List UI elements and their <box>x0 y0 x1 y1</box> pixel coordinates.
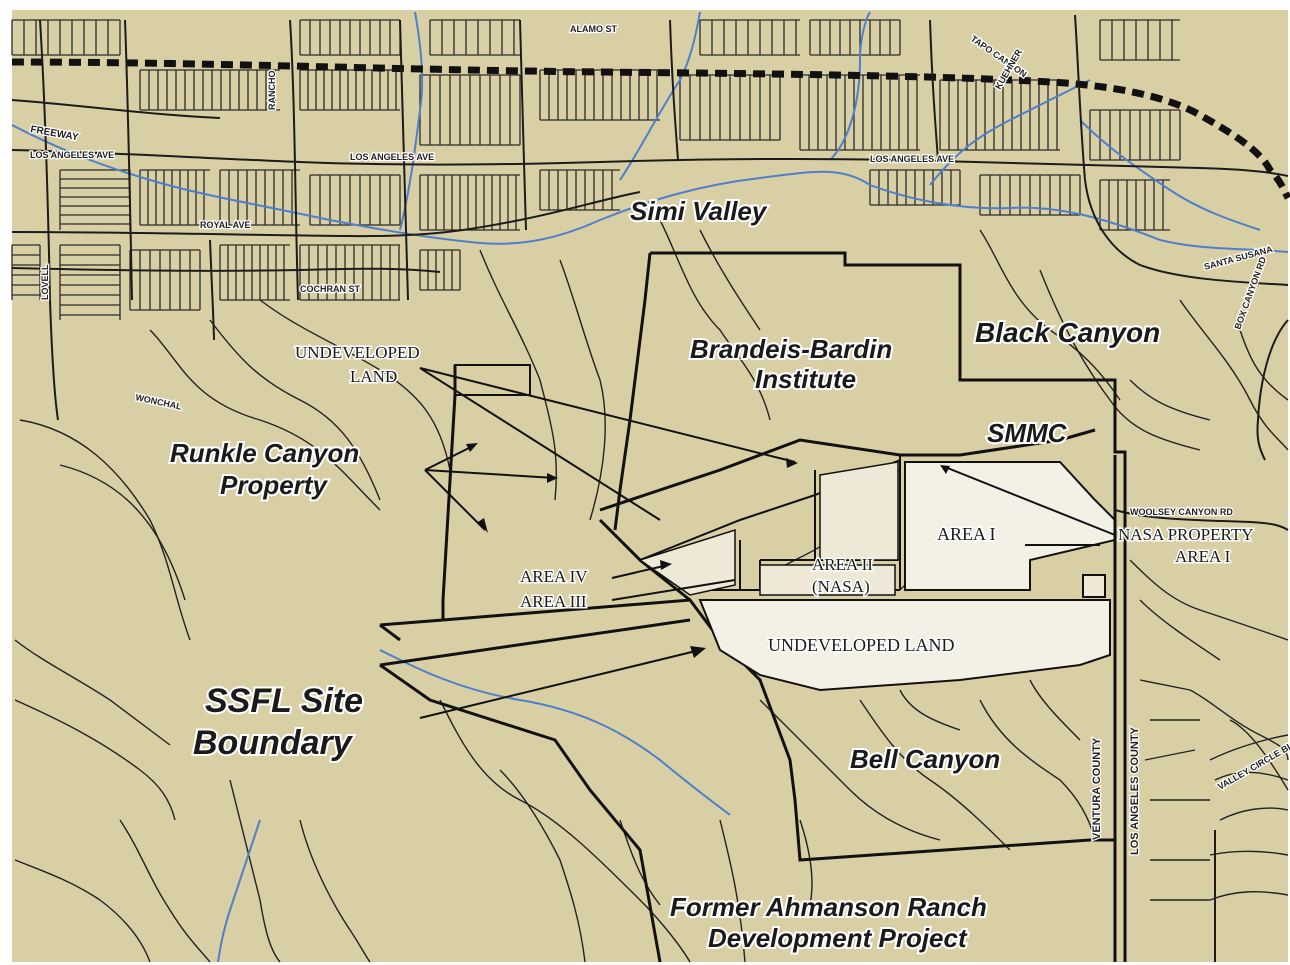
label-smmc: SMMC <box>987 418 1068 448</box>
label-ahmanson-line2: Development Project <box>708 923 968 953</box>
annotation-arrows <box>419 367 1116 719</box>
road-label-los-angeles-ave-west: LOS ANGELES AVE <box>30 150 114 160</box>
label-undeveloped-top-line1: UNDEVELOPED <box>295 343 420 362</box>
label-ssfl-line2: Boundary <box>193 724 354 762</box>
label-black-canyon: Black Canyon <box>975 317 1160 348</box>
road-label-royal-ave: ROYAL AVE <box>200 220 251 230</box>
road-label-cochran: COCHRAN ST <box>300 284 361 294</box>
east-residential <box>1129 559 1289 962</box>
road-label-woolsey-canyon: WOOLSEY CANYON RD <box>1130 507 1233 517</box>
label-undeveloped-land: UNDEVELOPED LAND <box>768 635 954 655</box>
label-brandeis-line2: Institute <box>755 364 856 394</box>
place-labels: Simi Valley Black Canyon Brandeis-Bardin… <box>168 194 1255 955</box>
label-runkle-line1: Runkle Canyon <box>170 438 359 468</box>
county-boundary-line <box>11 58 1290 200</box>
label-area-ii-line1: AREA II <box>812 555 873 574</box>
creeks <box>11 11 1289 963</box>
label-ahmanson-line1: Former Ahmanson Ranch <box>670 892 987 922</box>
label-ssfl-line1: SSFL Site <box>205 682 363 720</box>
road-label-rancho: RANCHO <box>267 71 277 111</box>
label-undeveloped-top-line2: LAND <box>350 367 397 386</box>
label-area-i: AREA I <box>937 524 996 544</box>
road-label-los-angeles-ave-east: LOS ANGELES AVE <box>870 154 954 164</box>
label-simi-valley: Simi Valley <box>630 196 768 226</box>
label-area-iv: AREA IV <box>520 567 588 586</box>
label-runkle-line2: Property <box>220 470 328 500</box>
label-bell-canyon: Bell Canyon <box>850 744 1000 774</box>
main-roads <box>11 14 1289 531</box>
label-los-angeles-county: LOS ANGELES COUNTY <box>1129 726 1141 855</box>
urban-street-grid <box>11 19 1181 320</box>
label-nasa-property-line2: AREA I <box>1175 547 1231 566</box>
label-area-ii-line2: (NASA) <box>812 577 870 596</box>
label-nasa-property-line1: NASA PROPERTY <box>1118 525 1254 544</box>
canyon-roads <box>14 219 1289 963</box>
label-ventura-county: VENTURA COUNTY <box>1091 737 1103 840</box>
label-area-iii: AREA III <box>520 592 587 611</box>
road-label-lovell: LOVELL <box>40 264 50 300</box>
road-label-los-angeles-ave-mid: LOS ANGELES AVE <box>350 152 434 162</box>
developed-zones <box>638 461 1116 692</box>
road-label-alamo-st: ALAMO ST <box>570 24 617 34</box>
label-brandeis-line1: Brandeis-Bardin <box>690 334 892 364</box>
